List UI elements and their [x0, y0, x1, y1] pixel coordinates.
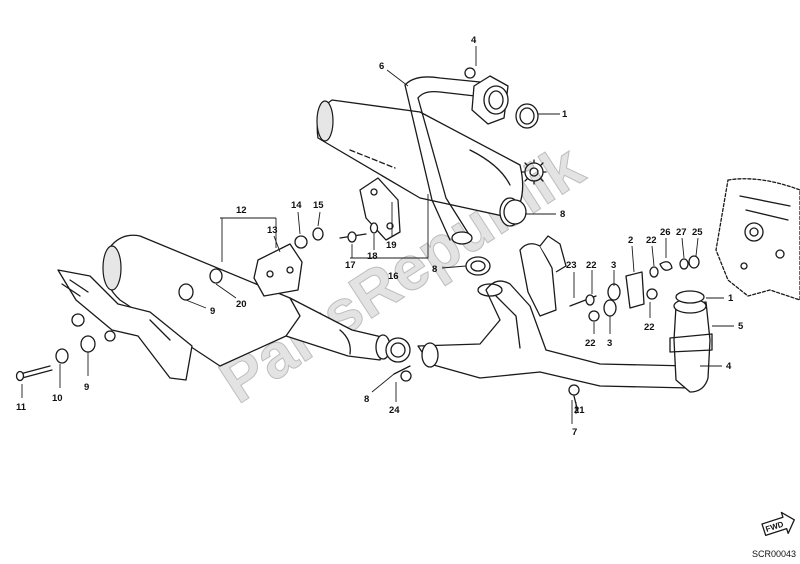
callout-13: 13 [267, 225, 278, 236]
washer-14 [294, 235, 308, 249]
header-pipe-upper [404, 76, 481, 245]
callout-24: 24 [389, 405, 400, 416]
rubber-mount-20 [209, 268, 223, 284]
callouts: 4 6 1 8 12 14 15 13 19 18 17 16 8 20 9 9… [16, 35, 744, 438]
callout-8-right: 8 [560, 209, 565, 220]
callout-18: 18 [367, 251, 378, 262]
callout-5: 5 [738, 321, 744, 332]
callout-3-a: 3 [611, 260, 616, 271]
footrest-hardware [15, 335, 96, 382]
rubber-mount-9 [178, 283, 194, 301]
hanger-plate [253, 243, 303, 297]
callout-20: 20 [236, 299, 247, 310]
callout-16: 16 [388, 271, 399, 282]
callout-9-left: 9 [84, 382, 89, 393]
footrest-bracket [57, 269, 193, 381]
callout-27: 27 [676, 227, 687, 238]
callout-2: 2 [628, 235, 633, 246]
callout-17: 17 [345, 260, 356, 271]
callout-19: 19 [386, 240, 397, 251]
callout-22-b: 22 [646, 235, 657, 246]
callout-25: 25 [692, 227, 703, 238]
mount-hardware [569, 255, 700, 322]
lower-bolts [400, 370, 580, 413]
callout-11: 11 [16, 402, 27, 413]
upper-muffler-end-cap [316, 100, 334, 142]
callout-8-low: 8 [364, 394, 369, 405]
callout-1-right: 1 [728, 293, 734, 304]
clamp-upper-y [465, 256, 491, 276]
callout-22-d: 22 [585, 338, 596, 349]
callout-22-c: 22 [644, 322, 655, 333]
engine-outline [715, 178, 800, 301]
top-flange-gasket [464, 67, 539, 129]
callout-3-b: 3 [607, 338, 612, 349]
callout-4-right: 4 [726, 361, 732, 372]
callout-22-a: 22 [586, 260, 597, 271]
leader-lines [21, 46, 734, 424]
callout-23: 23 [566, 260, 577, 271]
bracket-hardware [339, 222, 379, 243]
top-nut [464, 67, 476, 79]
callout-14: 14 [291, 200, 302, 211]
callout-1-top: 1 [562, 109, 568, 120]
callout-7: 7 [572, 427, 577, 438]
callout-8-mid: 8 [432, 264, 437, 275]
callout-6: 6 [379, 61, 384, 72]
nut-15 [312, 227, 324, 241]
y-pipe [417, 235, 691, 389]
callout-12: 12 [236, 205, 247, 216]
rear-header [669, 290, 713, 393]
clamp-mid [385, 337, 411, 375]
muffler-bracket [359, 177, 401, 241]
callout-10: 10 [52, 393, 63, 404]
gear-icon [521, 159, 547, 185]
fwd-arrow-icon: FWD [761, 511, 795, 537]
right-gasket [675, 290, 705, 304]
upper-clamp [503, 199, 527, 225]
callout-9-mid: 9 [210, 306, 215, 317]
callout-15: 15 [313, 200, 324, 211]
lower-muffler-end-cap [102, 245, 122, 291]
callout-21: 21 [574, 405, 585, 416]
callout-26: 26 [660, 227, 671, 238]
drawing-code: SCR00043 [752, 549, 796, 559]
callout-4-top: 4 [471, 35, 477, 46]
